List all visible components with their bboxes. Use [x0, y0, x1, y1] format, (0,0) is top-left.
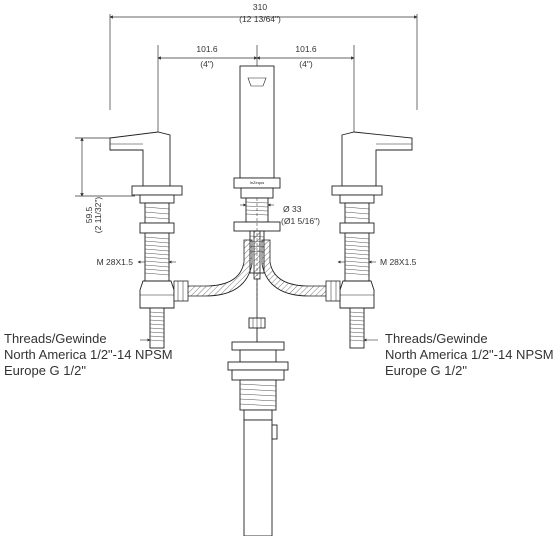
faucet-technical-drawing: 310 (12 13/64") 101.6 (4") 101.6 (4") 59…: [75, 2, 418, 536]
right-hose: [261, 239, 341, 302]
thread-label-left: M 28X1.5: [97, 257, 134, 267]
right-handle-assembly: [331, 131, 413, 349]
spacing-right-value: 101.6: [295, 44, 317, 54]
overall-width-inches: (12 13/64"): [239, 14, 281, 24]
dimension-handle-height: [75, 137, 135, 197]
thread-spec-title: Threads/Gewinde: [385, 331, 488, 346]
thread-spec-europe: Europe G 1/2": [4, 363, 86, 378]
left-thread-callout: [137, 260, 176, 342]
center-spout: [233, 65, 281, 300]
spacing-right-inches: (4"): [299, 59, 313, 69]
drain-diameter-value: Ø 33: [283, 204, 302, 214]
overall-width-value: 310: [253, 2, 267, 12]
spout-hose: [253, 230, 261, 318]
dimension-overall-width: [109, 14, 418, 110]
drain-assembly: [227, 317, 289, 536]
thread-label-right: M 28X1.5: [380, 257, 417, 267]
drain-diameter-inches: (Ø1 5/16"): [281, 216, 320, 226]
thread-spec-note-left: Threads/Gewinde North America 1/2"-14 NP…: [4, 331, 173, 379]
thread-spec-europe: Europe G 1/2": [385, 363, 467, 378]
spacing-left-inches: (4"): [200, 59, 214, 69]
thread-spec-title: Threads/Gewinde: [4, 331, 107, 346]
handle-height-inches: (2 11/32"): [93, 197, 103, 234]
thread-spec-north-america: North America 1/2"-14 NPSM: [385, 347, 554, 362]
right-thread-callout: [337, 260, 378, 342]
left-handle-assembly: [109, 131, 183, 349]
spacing-left-value: 101.6: [196, 44, 218, 54]
thread-spec-north-america: North America 1/2"-14 NPSM: [4, 347, 173, 362]
brand-mark: InZeqos: [250, 180, 264, 185]
handle-height-value: 59.5: [84, 206, 94, 223]
left-hose: [173, 239, 253, 302]
dimension-spacing: [157, 45, 355, 132]
thread-spec-note-right: Threads/Gewinde North America 1/2"-14 NP…: [385, 331, 554, 379]
